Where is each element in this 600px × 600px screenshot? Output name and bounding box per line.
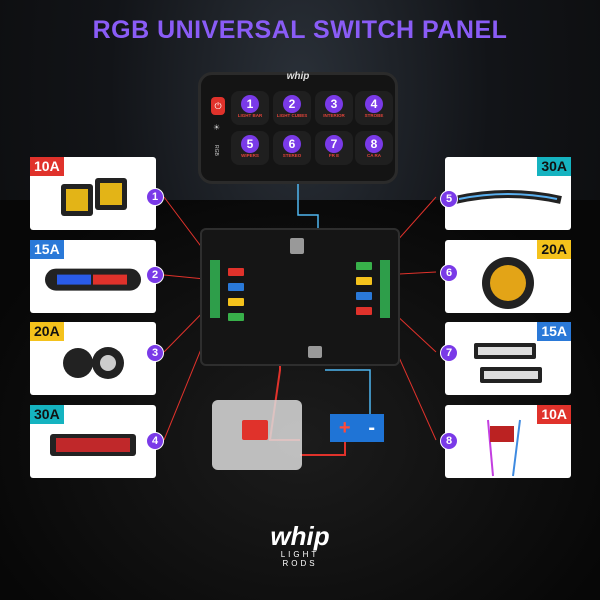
number-marker-3: 3 bbox=[146, 344, 164, 362]
switch-number: 6 bbox=[283, 135, 301, 153]
terminal-block-left bbox=[210, 260, 220, 318]
fuse bbox=[356, 307, 372, 315]
switch-label: LIGHT CUBES bbox=[276, 113, 308, 118]
switch-number: 4 bbox=[365, 95, 383, 113]
switch-number: 1 bbox=[241, 95, 259, 113]
battery-negative: - bbox=[368, 416, 376, 439]
accessory-card-8: 10A bbox=[445, 405, 571, 478]
amp-badge: 15A bbox=[537, 322, 571, 341]
pod-light-icon bbox=[63, 346, 124, 379]
accessory-card-6: 20A bbox=[445, 240, 571, 313]
switch-label: LIGHT BAR bbox=[237, 113, 263, 118]
panel-brand: whip bbox=[286, 71, 310, 82]
number-marker-8: 8 bbox=[440, 432, 458, 450]
accessory-card-2: 15A bbox=[30, 240, 156, 313]
whip-light-rods-logo: whip LIGHT RODS bbox=[248, 522, 352, 574]
ground-stud bbox=[308, 346, 322, 358]
number-marker-2: 2 bbox=[146, 266, 164, 284]
curved-light-bar-icon bbox=[454, 189, 562, 204]
battery-positive: + bbox=[338, 416, 351, 439]
fuse bbox=[228, 268, 244, 276]
terminal-block-right bbox=[380, 260, 390, 318]
work-lights-icon bbox=[474, 342, 542, 383]
switch-number: 2 bbox=[283, 95, 301, 113]
number-marker-1: 1 bbox=[146, 188, 164, 206]
number-marker-6: 6 bbox=[440, 264, 458, 282]
switch-label: FR E bbox=[328, 153, 340, 158]
amp-badge: 15A bbox=[30, 240, 64, 259]
whip-lights-icon bbox=[487, 419, 521, 476]
fuse bbox=[228, 313, 244, 321]
amp-badge: 10A bbox=[537, 405, 571, 424]
round-light-icon bbox=[482, 256, 534, 309]
switch-label: STROBE bbox=[364, 113, 384, 118]
fuse bbox=[228, 298, 244, 306]
logo-word: whip bbox=[270, 521, 330, 551]
switch-number: 7 bbox=[325, 135, 343, 153]
accessory-card-7: 15A bbox=[445, 322, 571, 395]
logo-sub-light: LIGHT bbox=[280, 550, 320, 559]
switch-label: WIPERS bbox=[241, 153, 259, 158]
brightness-icon[interactable]: ☀ bbox=[213, 123, 221, 132]
accessory-card-3: 20A bbox=[30, 322, 156, 395]
power-stud bbox=[290, 238, 304, 254]
switch-number: 3 bbox=[325, 95, 343, 113]
switch-number: 8 bbox=[365, 135, 383, 153]
fuse-relay-box bbox=[200, 228, 400, 366]
light-bar-icon bbox=[50, 433, 136, 456]
switch-label: CA RA bbox=[366, 153, 382, 158]
rgb-button[interactable]: RGB bbox=[213, 145, 219, 156]
switch-number: 5 bbox=[241, 135, 259, 153]
accessory-card-1: 10A bbox=[30, 157, 156, 230]
amp-badge: 30A bbox=[30, 405, 64, 424]
page-title: RGB UNIVERSAL SWITCH PANEL bbox=[92, 16, 508, 44]
amp-badge: 20A bbox=[537, 240, 571, 259]
circuit-breaker bbox=[212, 400, 302, 470]
number-marker-4: 4 bbox=[146, 432, 164, 450]
battery-terminals: + - bbox=[330, 414, 384, 442]
amp-badge: 20A bbox=[30, 322, 64, 341]
number-marker-5: 5 bbox=[440, 190, 458, 208]
fuse bbox=[356, 262, 372, 270]
amp-badge: 30A bbox=[537, 157, 571, 176]
strobe-light-icon bbox=[45, 268, 141, 291]
switch-label: STEREO bbox=[282, 153, 302, 158]
amp-badge: 10A bbox=[30, 157, 64, 176]
number-marker-7: 7 bbox=[440, 344, 458, 362]
fuse bbox=[228, 283, 244, 291]
fuse bbox=[356, 292, 372, 300]
logo-sub-rods: RODS bbox=[282, 559, 318, 568]
accessory-card-5: 30A bbox=[445, 157, 571, 230]
accessory-card-4: 30A bbox=[30, 405, 156, 478]
fuse bbox=[356, 277, 372, 285]
switch-label: INTERIOR bbox=[323, 113, 345, 118]
breaker-reset-icon bbox=[242, 420, 268, 440]
power-button[interactable]: ⏻ bbox=[211, 97, 225, 115]
cube-light-icon bbox=[61, 177, 127, 216]
